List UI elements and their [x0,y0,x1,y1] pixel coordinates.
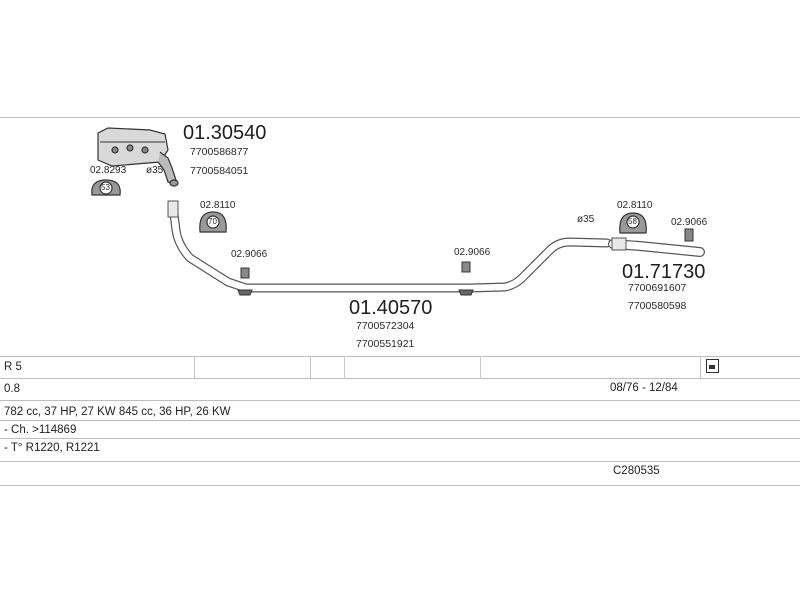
hanger-left-drawing [237,267,253,296]
table-line-2 [0,378,800,379]
hanger-right-drawing [684,228,694,242]
mount-right-drawing [619,212,647,234]
mount-left-number: 70 [208,217,217,226]
hanger-right-label: 02.9066 [671,217,708,228]
tail-pipe-ref-2: 7700580598 [628,300,687,312]
clamp-top-label: 02.8293 [90,165,127,176]
table-line-5 [0,438,800,439]
tail-pipe-drawing [608,237,705,257]
table-divider-1 [194,356,195,378]
muffler-ref-2: 7700584051 [190,165,249,177]
middle-pipe-ref-1: 7700572304 [356,320,415,332]
top-border [0,117,800,118]
table-line-7 [0,485,800,486]
clamp-top-drawing [91,179,121,196]
hanger-left-label: 02.9066 [231,249,268,260]
muffler-code: 01.30540 [183,122,267,144]
hanger-mid-label: 02.9066 [454,247,491,258]
muffler-drawing [97,127,179,187]
table-divider-5 [700,356,701,378]
model-name: R 5 [4,361,22,373]
catalog-code: C280535 [613,465,660,477]
table-line-6 [0,461,800,462]
table-line-3 [0,400,800,401]
clamp-top-number: 53 [101,183,110,192]
table-divider-2 [310,356,311,378]
mount-right-number: 58 [628,217,637,226]
table-divider-3 [344,356,345,378]
vehicle-type: - T° R1220, R1221 [4,442,100,454]
production-years: 08/76 - 12/84 [610,382,678,394]
engine-specs: 782 cc, 37 HP, 27 KW 845 cc, 36 HP, 26 K… [4,406,231,418]
mount-left-drawing [199,211,227,233]
hanger-mid-drawing [458,261,474,296]
mount-left-label: 02.8110 [200,200,236,211]
chassis-number: - Ch. >114869 [4,424,77,436]
mount-right-label: 02.8110 [617,200,653,211]
table-line-4 [0,420,800,421]
middle-pipe-ref-2: 7700551921 [356,338,415,350]
diameter-right-label: ø35 [577,214,595,225]
tail-pipe-ref-1: 7700691607 [628,282,687,294]
document-icon[interactable] [706,359,719,373]
diameter-top-label: ø35 [146,165,164,176]
engine-size: 0.8 [4,383,20,395]
table-divider-4 [480,356,481,378]
middle-pipe-drawing [167,200,612,293]
tail-pipe-code: 01.71730 [622,261,706,283]
middle-pipe-code: 01.40570 [349,297,433,319]
table-line-1 [0,356,800,357]
muffler-ref-1: 7700586877 [190,146,249,158]
